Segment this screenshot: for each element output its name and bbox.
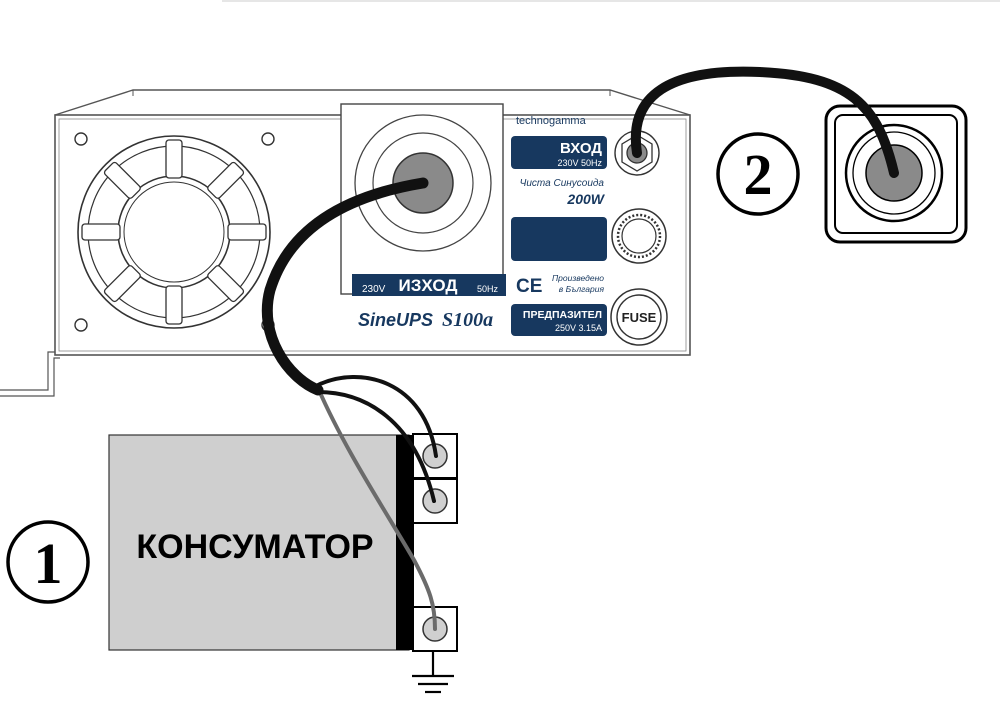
marker-1: 1 [6,520,90,604]
ground-icon [412,651,454,694]
output-label-bar [352,274,506,296]
input-power-cable [630,66,899,178]
svg-text:230V 50Hz: 230V 50Hz [557,158,602,168]
brand-logo: technogamma [516,115,587,127]
screw-hole [74,132,88,146]
svg-text:Произведено: Произведено [552,273,604,283]
wave-type: Чиста Синусоида [520,178,605,189]
ce-mark: CE [516,276,542,297]
fuse-button-label: FUSE [622,310,657,325]
mounting-bracket [0,351,60,391]
neutral-wire [316,390,436,503]
fuse-holder: FUSE [610,288,668,346]
phase-wire [316,375,438,458]
consumer-label: КОНСУМАТОР [136,528,373,566]
consumer: КОНСУМАТОР [108,433,458,694]
output-main-cable [261,177,429,396]
svg-text:250V 3.15A: 250V 3.15A [555,323,602,333]
power-switch-icon [611,208,667,264]
marker-2: 2 [716,132,800,216]
ups-device: 230V ИЗХОД 50Hz SineUPS S100a technogamm… [0,89,691,397]
model-name: SineUPS S100a [358,309,493,331]
svg-text:ПРЕДПАЗИТЕЛ: ПРЕДПАЗИТЕЛ [523,309,602,321]
earth-wire [316,386,437,631]
svg-text:50Hz: 50Hz [477,284,499,294]
svg-text:2: 2 [744,142,773,207]
svg-text:в България: в България [559,284,605,294]
svg-text:1: 1 [34,531,63,596]
power-rating: 200W [566,191,605,207]
output-title: ИЗХОД [399,276,458,295]
input-label-box [511,136,607,169]
switch-label-box [511,217,607,261]
svg-text:230V: 230V [362,284,386,295]
screw-hole [74,318,88,332]
screw-hole [261,132,275,146]
output-cable [261,177,438,631]
input-title: ВХОД [560,140,602,157]
fuse-label-box [511,304,607,336]
fan-grill-icon [77,135,271,329]
